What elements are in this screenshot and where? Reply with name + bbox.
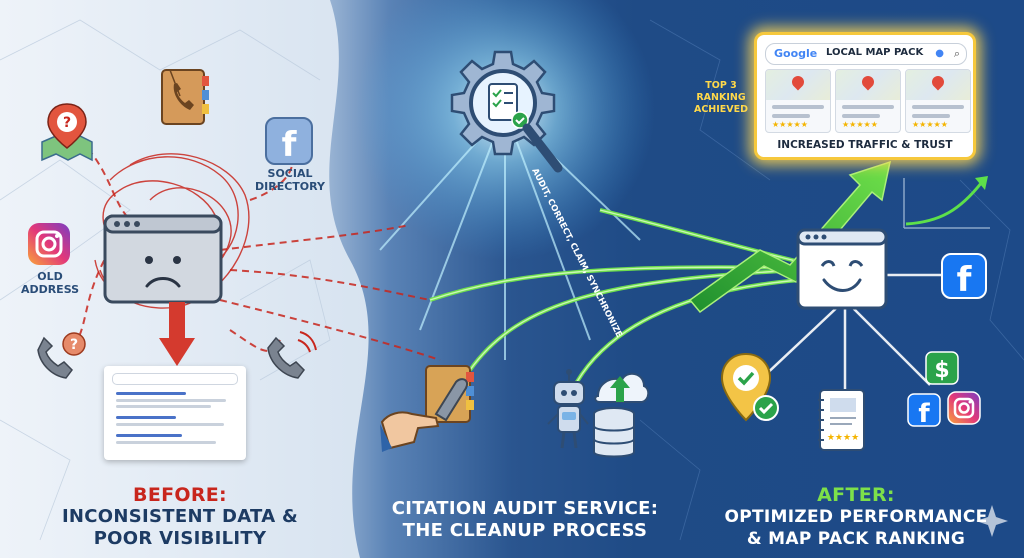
microphone-icon: ● [935, 48, 944, 59]
before-subheading: INCONSISTENT DATA & POOR VISIBILITY [61, 506, 299, 549]
sparkle-icon [976, 505, 1008, 537]
old-address-label: OLD ADDRESS [20, 270, 80, 296]
before-caption: BEFORE: INCONSISTENT DATA & POOR VISIBIL… [30, 484, 330, 550]
map-pack-footer: INCREASED TRAFFIC & TRUST [777, 139, 953, 151]
middle-caption: CITATION AUDIT SERVICE: THE CLEANUP PROC… [360, 498, 690, 542]
wrench-hand-icon [380, 365, 474, 452]
rating-stars-icon: ★★★★★ [842, 120, 878, 129]
social-directory-label: SOCIAL DIRECTORY [255, 167, 325, 193]
google-logo: Google [774, 47, 818, 60]
svg-text:?: ? [63, 115, 71, 131]
map-result-card: ★★★★★ [765, 69, 831, 133]
svg-text:f: f [282, 125, 298, 165]
rating-stars-icon: ★★★★★ [772, 120, 808, 129]
location-check-pin-icon [720, 352, 779, 422]
map-pin-icon [859, 73, 877, 91]
map-question-pin-icon: ? [41, 103, 93, 162]
dollar-icon: $ [925, 351, 959, 385]
directory-book-icon: ★★★★ [818, 389, 865, 451]
map-pin-icon [789, 73, 807, 91]
rating-stars-icon: ★★★★★ [912, 120, 948, 129]
after-caption: AFTER: OPTIMIZED PERFORMANCE & MAP PACK … [706, 484, 1006, 550]
middle-heading-line1: CITATION AUDIT SERVICE: [391, 498, 659, 519]
local-map-pack-card: Google LOCAL MAP PACK ● ⌕ ★★★★★ ★★★★★ ★★… [754, 32, 976, 160]
after-subheading-line2: & MAP PACK RANKING [746, 529, 966, 549]
facebook-icon: f [265, 117, 313, 165]
map-result-card: ★★★★★ [905, 69, 971, 133]
after-subheading-line1: OPTIMIZED PERFORMANCE [724, 507, 988, 527]
growth-chart-icon [903, 176, 990, 229]
svg-text:$: $ [934, 358, 949, 383]
instagram-icon [28, 223, 70, 265]
gear-magnifier-checklist-icon [450, 50, 563, 173]
facebook-icon: f [907, 393, 941, 428]
map-result-card: ★★★★★ [835, 69, 901, 133]
map-pin-icon [929, 73, 947, 91]
svg-text:★★★★: ★★★★ [827, 433, 859, 443]
instagram-icon [947, 391, 981, 425]
facebook-icon: f [941, 253, 987, 300]
after-heading: AFTER: [817, 484, 895, 506]
before-heading: BEFORE: [133, 484, 227, 506]
red-down-arrow-icon [159, 302, 195, 366]
middle-heading-line2: THE CLEANUP PROCESS [402, 520, 648, 541]
svg-text:?: ? [70, 337, 78, 353]
top3-ranking-label: TOP 3 RANKING ACHIEVED [693, 80, 749, 115]
map-pack-search-bar: Google LOCAL MAP PACK ● ⌕ [765, 43, 967, 65]
svg-text:f: f [918, 399, 930, 428]
phone-ringing-icon [267, 331, 317, 379]
happy-browser-icon [796, 228, 888, 310]
sad-browser-icon [103, 214, 223, 304]
search-results-page-icon [104, 366, 246, 460]
svg-text:f: f [957, 260, 973, 300]
map-pack-search-text: LOCAL MAP PACK [826, 47, 924, 58]
phone-book-icon [161, 69, 209, 125]
chaos-lines [69, 139, 441, 361]
robot-cloud-database-icon [547, 369, 650, 458]
growth-arrow-icon [688, 160, 892, 314]
search-icon: ⌕ [953, 47, 960, 60]
phone-question-icon: ? [37, 332, 86, 379]
